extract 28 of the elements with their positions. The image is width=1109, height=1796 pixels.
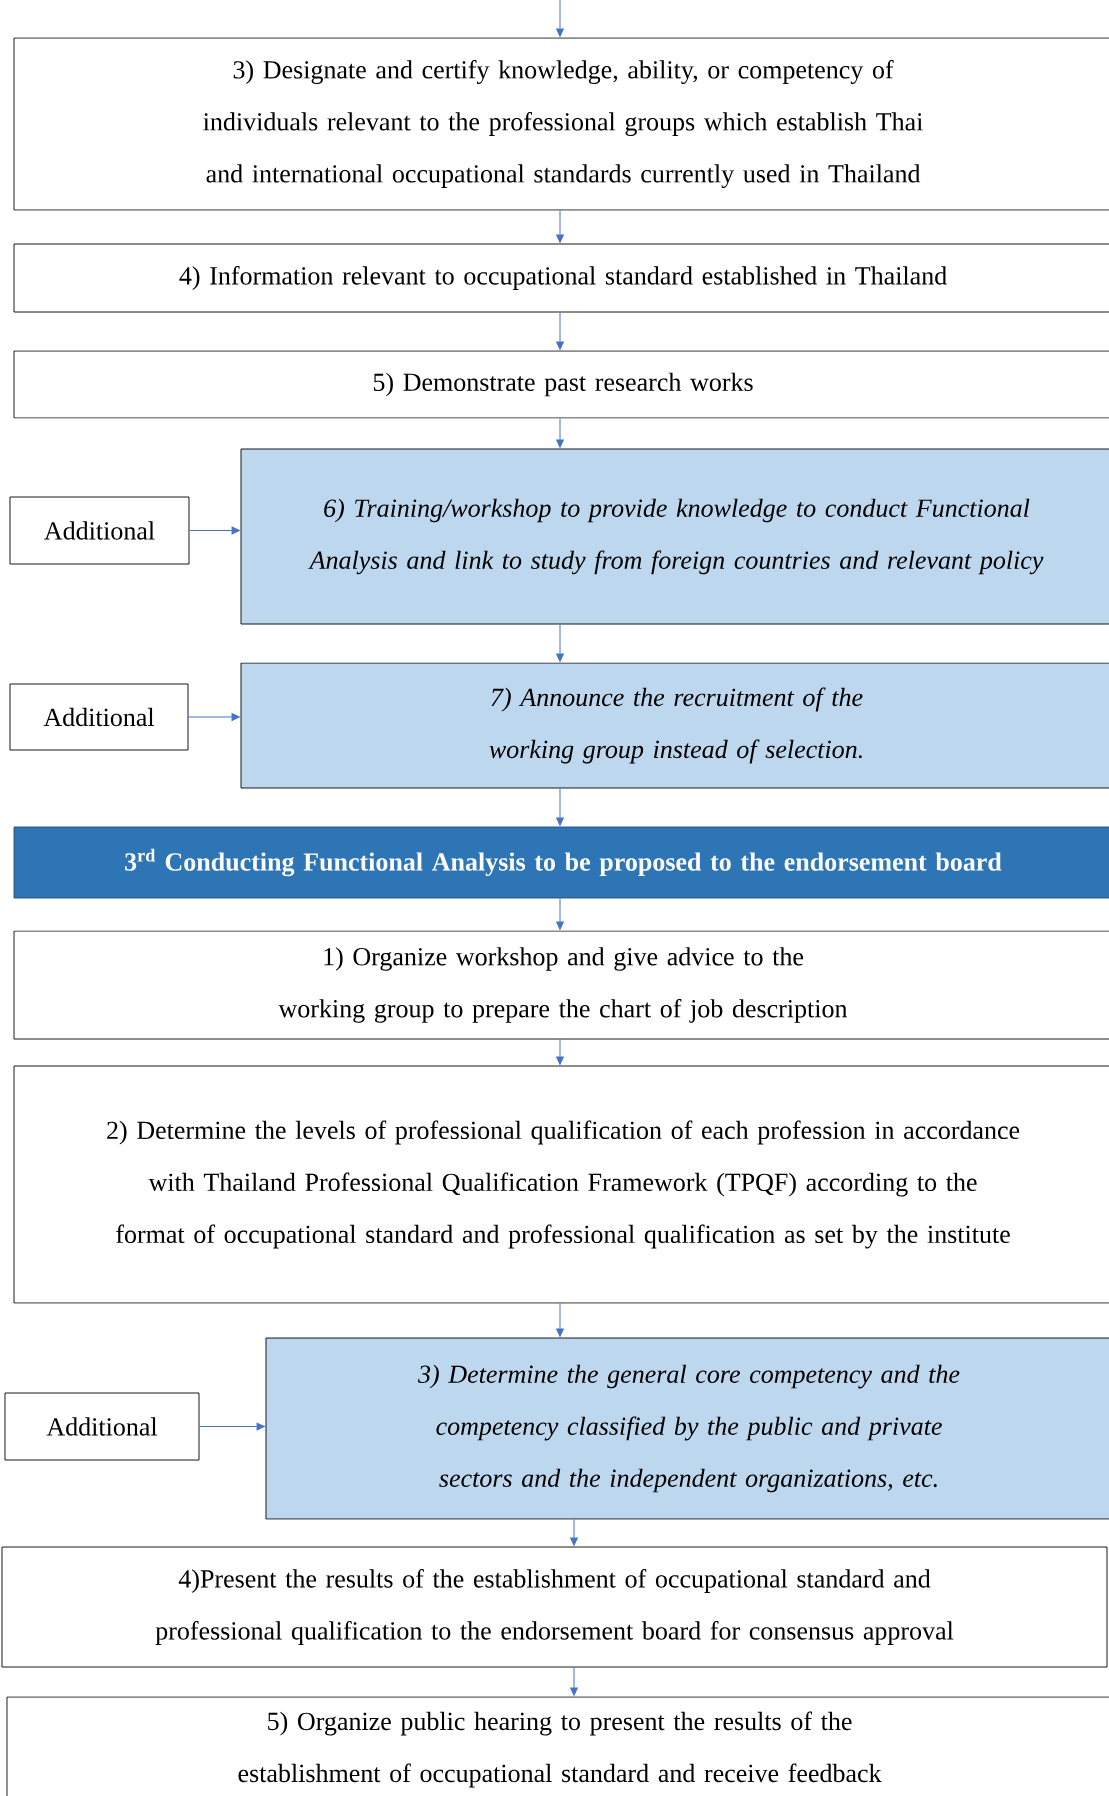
additional-box: Additional xyxy=(9,683,189,751)
arrow xyxy=(556,623,564,662)
step-box: 2) Determine the levels of professional qualification of each profession in accordance with Thailand Professional Qualification Framework (TPQF) according to the format of occupational standard and professional qualification as set by the institute xyxy=(13,1065,1109,1304)
step-box: 3) Designate and certify knowledge, ability, or competency of individuals relevant to the professional groups which establish Thai and international occupational standards currently used in Thailand xyxy=(13,37,1109,211)
arrow xyxy=(556,311,564,350)
step-box: 5) Demonstrate past research works xyxy=(13,350,1109,419)
arrow xyxy=(556,1302,564,1337)
arrow xyxy=(570,1518,578,1546)
step-box: 5) Organize public hearing to present the results of the establishment of occupational standard and receive feedback xyxy=(6,1696,1109,1796)
arrow xyxy=(556,0,564,37)
step-box: 4)Present the results of the establishment of occupational standard and professional qualification to the endorsement board for consensus approval xyxy=(1,1546,1108,1668)
additional-box: Additional xyxy=(9,496,190,565)
highlighted-step-box: 6) Training/workshop to provide knowledge to conduct Functional Analysis and link to study from foreign countries and relevant policy xyxy=(240,448,1109,625)
arrow xyxy=(556,787,564,826)
phase-header: 3$^{rd}$ Conducting Functional Analysis to be proposed to the endorsement board xyxy=(13,826,1109,899)
highlighted-step-box: 7) Announce the recruitment of the working group instead of selection. xyxy=(240,662,1109,789)
highlighted-step-box: 3) Determine the general core competency and the competency classified by the public and private sectors and the independent organizations, etc. xyxy=(265,1337,1109,1520)
arrow xyxy=(556,1038,564,1065)
arrow xyxy=(188,526,240,535)
step-box: 1) Organize workshop and give advice to the working group to prepare the chart of job description xyxy=(13,930,1109,1040)
step-box: 4) Information relevant to occupational standard established in Thailand xyxy=(13,243,1109,313)
arrow xyxy=(556,209,564,243)
arrow xyxy=(556,897,564,930)
arrow xyxy=(570,1666,578,1696)
additional-box: Additional xyxy=(4,1392,200,1461)
arrow xyxy=(187,713,240,721)
arrow xyxy=(556,417,564,448)
arrow xyxy=(198,1422,265,1431)
